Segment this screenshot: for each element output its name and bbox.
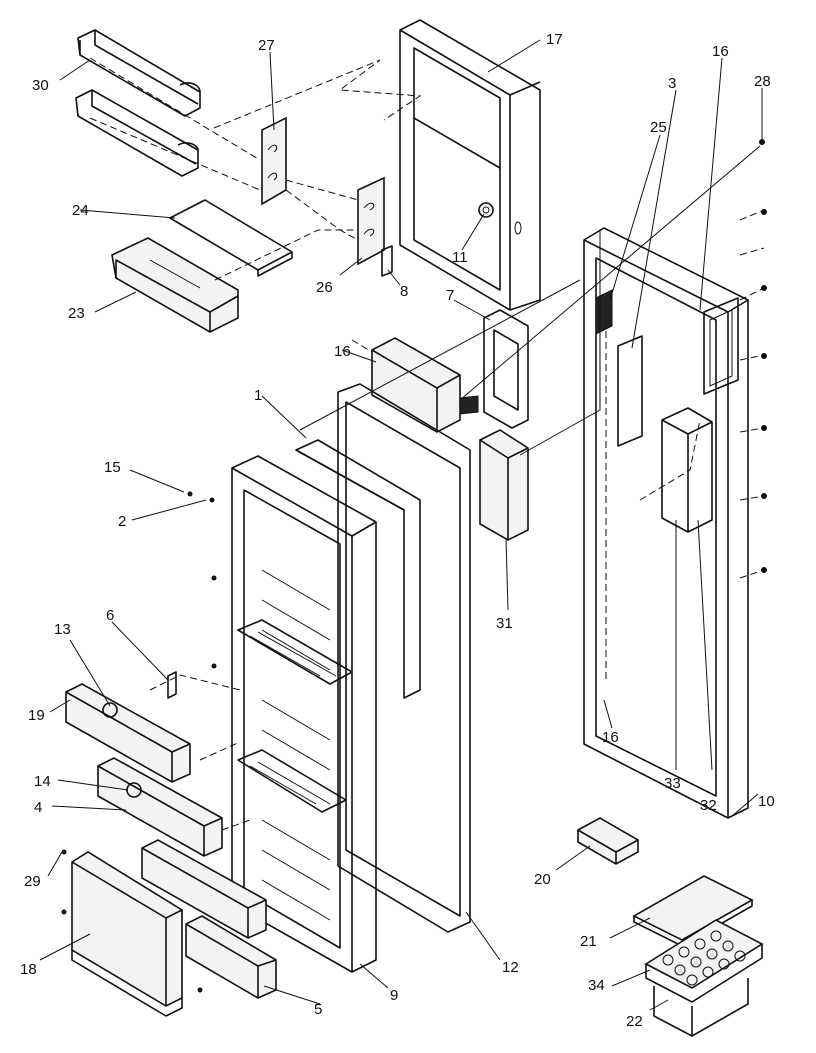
callout-18: 17 xyxy=(546,31,563,48)
part-10-freezer-door xyxy=(583,227,749,819)
callout-8: 8 xyxy=(400,283,408,300)
part-bin-lower-a xyxy=(141,839,267,939)
callout-16-bottom: 16 xyxy=(602,729,619,746)
callout-7: 7 xyxy=(446,287,454,304)
callout-28: 27 xyxy=(258,37,275,54)
callout-17: 16 xyxy=(334,343,351,360)
callout-2: 2 xyxy=(118,513,126,530)
callout-12: 12 xyxy=(502,959,519,976)
callout-20: 19 xyxy=(28,707,45,724)
part-18-door-frame xyxy=(399,19,541,311)
callout-1: 1 xyxy=(254,387,262,404)
part-32-panel-box xyxy=(479,429,529,541)
part-28-hinge-bracket xyxy=(261,116,287,206)
callout-34: 33 xyxy=(664,775,681,792)
screws xyxy=(61,139,767,993)
callout-14: 14 xyxy=(34,773,51,790)
part-31-shelf-rail xyxy=(77,29,201,117)
callout-33: 32 xyxy=(700,797,717,814)
callout-10: 10 xyxy=(758,793,775,810)
part-12-door-gasket xyxy=(337,383,471,933)
callout-23: 22 xyxy=(626,1013,643,1030)
part-23-ice-bin xyxy=(653,978,749,1037)
part-34-channel xyxy=(661,407,713,533)
part-3-bracket-panel xyxy=(617,335,643,447)
liner-shelf-upper xyxy=(237,619,353,685)
callout-29: 28 xyxy=(754,73,771,90)
callout-5: 5 xyxy=(314,1001,322,1018)
callout-21: 20 xyxy=(534,871,551,888)
callout-30: 29 xyxy=(24,873,41,890)
part-17-dispenser-housing xyxy=(371,337,479,433)
part-6-clip xyxy=(167,671,177,699)
part-26-dispenser-mechanism xyxy=(595,289,613,335)
callout-13: 13 xyxy=(54,621,71,638)
part-8-bracket xyxy=(381,245,393,277)
callout-labels: 30 27 17 24 23 26 8 11 7 16 1 15 2 25 3 … xyxy=(20,31,775,1030)
part-27-hinge-plate xyxy=(357,176,385,266)
liner-shelf-lower xyxy=(237,749,347,813)
callout-32: 31 xyxy=(496,615,513,632)
callout-3: 3 xyxy=(668,75,676,92)
assembly-lines xyxy=(299,145,761,456)
callout-4: 4 xyxy=(34,799,42,816)
part-25-shelf-cover xyxy=(169,199,293,277)
part-4-door-bin xyxy=(97,757,223,857)
part-20-door-bin xyxy=(65,683,191,783)
part-19-bin-cover xyxy=(71,851,183,1017)
assembly-dashed-lines xyxy=(89,57,765,831)
callout-19: 18 xyxy=(20,961,37,978)
callout-16-top: 16 xyxy=(712,43,729,60)
callout-15: 15 xyxy=(104,459,121,476)
part-1-inner-panel xyxy=(295,439,421,699)
callout-24: 23 xyxy=(68,305,85,322)
callout-22: 21 xyxy=(580,933,597,950)
part-35-ice-tray xyxy=(644,919,764,1003)
callout-11: 11 xyxy=(452,249,468,266)
callout-26: 25 xyxy=(650,119,667,136)
part-shelf-rail-lower xyxy=(75,89,199,177)
callout-31: 30 xyxy=(32,77,49,94)
part-24-crisper-drawer xyxy=(111,237,239,333)
callout-27: 26 xyxy=(316,279,333,296)
part-21-small-tray xyxy=(577,817,639,865)
callout-9: 9 xyxy=(390,987,398,1004)
callout-25: 24 xyxy=(72,202,89,219)
callout-35: 34 xyxy=(588,977,605,994)
part-7-window-frame xyxy=(483,309,529,429)
callout-leaders xyxy=(39,39,763,1011)
callout-6: 6 xyxy=(106,607,114,624)
